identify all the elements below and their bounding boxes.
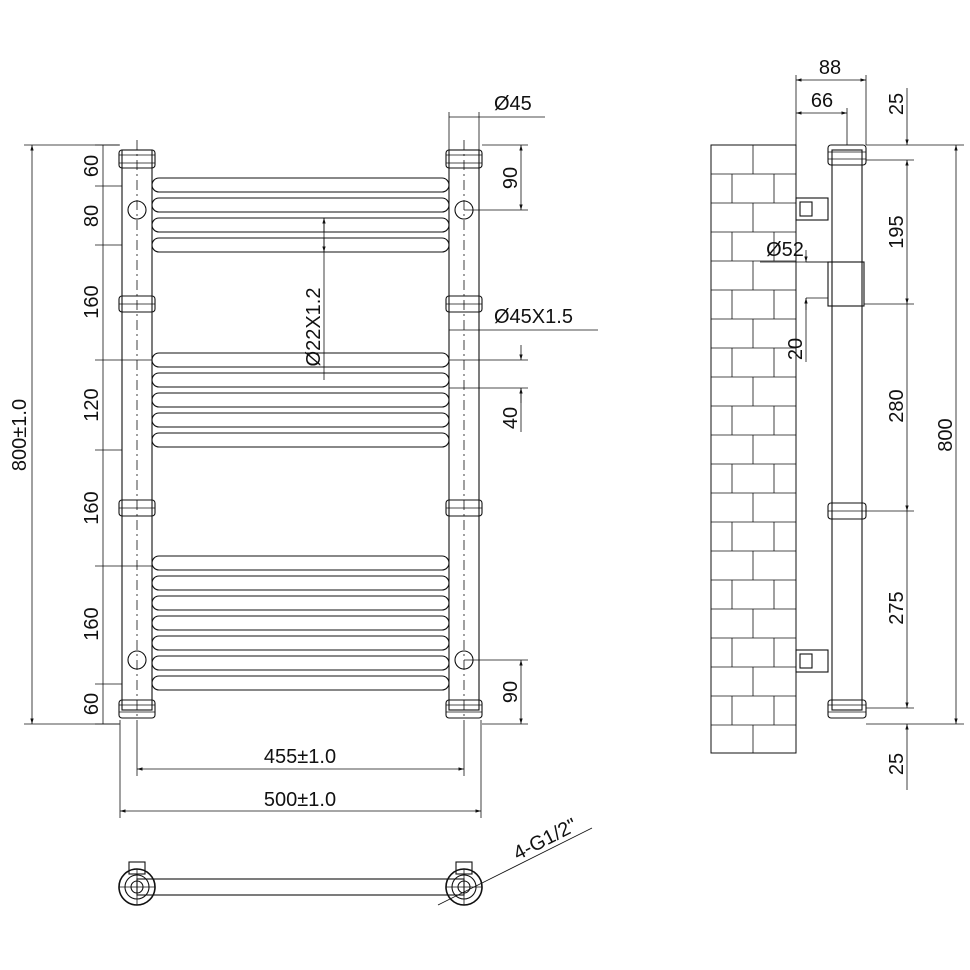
dim-right-90-bottom: 90 [464, 659, 528, 725]
label-left-160-a: 160 [81, 285, 103, 318]
label-side-275: 275 [886, 591, 908, 624]
wall-bracket-top [795, 197, 829, 221]
label-depth-88: 88 [819, 57, 841, 79]
left-upright [118, 149, 156, 719]
left-bottom-valve [118, 861, 156, 906]
side-view: 88 66 Ø52 20 [710, 57, 964, 790]
side-collar [806, 261, 865, 307]
label-pipe-wall: Ø45X1.5 [494, 306, 573, 328]
dim-collar-diameter: Ø52 [760, 239, 864, 263]
dim-width-inner: 455±1.0 [136, 730, 465, 776]
label-depth-66: 66 [811, 90, 833, 112]
label-width-outer: 500±1.0 [264, 789, 336, 811]
dim-side-total: 800 [914, 144, 964, 725]
label-collar-diameter: Ø52 [766, 239, 804, 261]
label-left-120: 120 [81, 388, 103, 421]
side-upright [827, 144, 867, 719]
dim-left-chain: 60 80 160 120 160 160 60 [81, 144, 152, 725]
label-left-60-bottom: 60 [81, 693, 103, 715]
label-width-inner: 455±1.0 [264, 746, 336, 768]
label-left-160-b: 160 [81, 491, 103, 524]
dim-width-outer: 500±1.0 [119, 720, 482, 818]
label-side-280: 280 [886, 389, 908, 422]
label-left-160-c: 160 [81, 607, 103, 640]
bottom-view: 4-G1/2" [118, 814, 593, 906]
label-side-total: 800 [935, 418, 957, 451]
label-height-total: 800±1.0 [9, 399, 31, 471]
wall-bracket-bottom [795, 649, 829, 673]
dim-depth-66: 66 [796, 90, 848, 145]
label-right-90-bottom: 90 [500, 681, 522, 703]
brick-wall [710, 144, 797, 754]
rails [151, 177, 450, 691]
label-thread: 4-G1/2" [510, 814, 581, 865]
dim-right-90-top: 90 [464, 144, 528, 211]
label-left-80: 80 [81, 205, 103, 227]
dim-rail: Ø22X1.2 [303, 218, 326, 380]
label-side-25-top: 25 [886, 93, 908, 115]
label-side-195: 195 [886, 215, 908, 248]
label-side-25-bottom: 25 [886, 753, 908, 775]
dim-depth-88: 88 [795, 57, 867, 145]
label-right-90-top: 90 [500, 167, 522, 189]
dim-side-right-chain: 25 195 280 275 25 [864, 88, 914, 790]
right-bottom-valve [445, 861, 483, 906]
label-left-60-top: 60 [81, 155, 103, 177]
dim-right-40: 40 [449, 345, 528, 432]
label-collar-gap: 20 [785, 338, 807, 360]
dim-pipe-wall: Ø45X1.5 [448, 300, 598, 340]
dim-collar-gap: 20 [785, 250, 808, 362]
label-rail: Ø22X1.2 [303, 288, 325, 367]
brick-pattern [711, 145, 796, 753]
front-view: 800±1.0 60 80 160 120 160 160 60 Ø45 [9, 93, 598, 818]
label-right-40: 40 [500, 407, 522, 429]
label-pipe-diameter: Ø45 [494, 93, 532, 115]
dim-pipe-diameter: Ø45 [448, 93, 545, 150]
